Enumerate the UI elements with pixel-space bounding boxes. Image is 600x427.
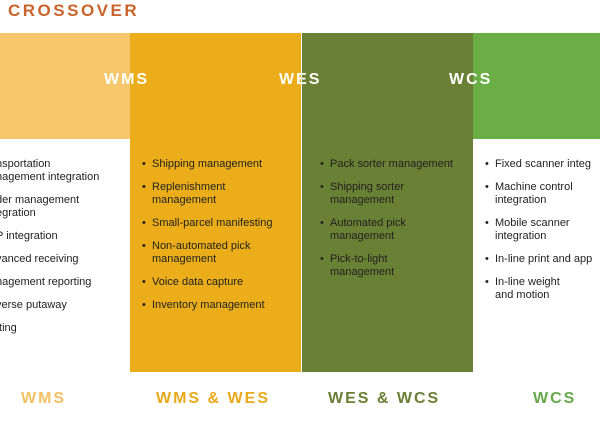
- list-item-text: and motion: [495, 289, 550, 301]
- bullet-icon: •: [142, 276, 146, 288]
- list-item-text: P integration: [0, 230, 58, 242]
- bullet-icon: •: [142, 299, 146, 311]
- list-item-text: Fixed scanner integ: [495, 158, 591, 170]
- list-item: verse putaway: [0, 299, 99, 312]
- bullet-icon: •: [485, 181, 489, 193]
- wms-wes-column: [130, 139, 301, 372]
- wcs-header-label: WCS: [449, 71, 493, 88]
- wms-header-segment: [0, 33, 130, 139]
- list-item-text: management: [152, 253, 217, 265]
- list-item: • Small-parcel manifesting: [142, 217, 272, 230]
- list-item: • Shipping management: [142, 158, 272, 171]
- list-item-text: Shipping management: [152, 158, 263, 170]
- bullet-icon: •: [142, 158, 146, 170]
- footer-wms: WMS: [21, 390, 67, 407]
- list-item-text: Shipping sorter: [330, 181, 404, 193]
- list-item-text: nsportation: [0, 158, 51, 170]
- list-item-text: Small-parcel manifesting: [152, 217, 273, 229]
- list-item-text: nagement reporting: [0, 276, 92, 288]
- list-item-text: integration: [495, 194, 547, 206]
- list-item: • Fixed scanner integ: [485, 158, 592, 171]
- bullet-icon: •: [142, 240, 146, 252]
- bullet-icon: •: [142, 181, 146, 193]
- list-item-text: management: [152, 194, 217, 206]
- wms-header-label: WMS: [104, 71, 150, 88]
- diagram-title: CROSSOVER: [8, 1, 140, 20]
- list-item-text: egration: [0, 207, 36, 219]
- bullet-icon: •: [142, 217, 146, 229]
- footer-wms-wes: WMS & WES: [156, 390, 270, 407]
- bullet-icon: •: [320, 217, 324, 229]
- list-item-text: Inventory management: [152, 299, 265, 311]
- list-item-text: Pick-to-light: [330, 253, 388, 265]
- list-item-text: Machine control: [495, 181, 573, 193]
- list-item-text: In-line print and app: [495, 253, 593, 265]
- list-item-text: verse putaway: [0, 299, 67, 311]
- bullet-icon: •: [320, 158, 324, 170]
- list-item-text: integration: [495, 230, 547, 242]
- list-item: • Voice data capture: [142, 276, 272, 289]
- list-item-text: tting: [0, 322, 17, 334]
- header-band: [0, 33, 600, 139]
- wcs-header-segment: [473, 33, 600, 139]
- bullet-icon: •: [485, 158, 489, 170]
- list-item: • Inventory management: [142, 299, 272, 312]
- list-item-text: management: [330, 230, 395, 242]
- list-item: vanced receiving: [0, 253, 99, 266]
- list-item: der managementegration: [0, 194, 99, 220]
- wes-wcs-header-segment: [302, 33, 473, 139]
- bullet-icon: •: [320, 181, 324, 193]
- list-item-text: vanced receiving: [0, 253, 79, 265]
- list-item: tting: [0, 322, 99, 335]
- bullet-icon: •: [485, 217, 489, 229]
- list-item-text: management: [330, 194, 395, 206]
- list-item-text: Replenishment: [152, 181, 226, 193]
- wms-wes-header-segment: [130, 33, 301, 139]
- list-item-text: Pack sorter management: [330, 158, 453, 170]
- wes-header-label: WES: [279, 71, 322, 88]
- list-item-text: Mobile scanner: [495, 217, 570, 229]
- list-item-text: nagement integration: [0, 171, 100, 183]
- list-item-text: In-line weight: [495, 276, 560, 288]
- list-item-text: management: [330, 266, 395, 278]
- list-item-text: Voice data capture: [152, 276, 244, 288]
- list-item: P integration: [0, 230, 99, 243]
- footer-wes-wcs: WES & WCS: [328, 390, 441, 407]
- list-item-text: Automated pick: [330, 217, 406, 229]
- bullet-icon: •: [485, 253, 489, 265]
- list-item: • In-line print and app: [485, 253, 592, 266]
- bullet-icon: •: [485, 276, 489, 288]
- bullet-icon: •: [320, 253, 324, 265]
- list-item-text: Non-automated pick: [152, 240, 251, 252]
- wes-wcs-column: [302, 139, 473, 372]
- list-item: nagement reporting: [0, 276, 99, 289]
- footer-wcs: WCS: [533, 390, 577, 407]
- list-item: • Pack sorter management: [320, 158, 453, 171]
- list-item-text: der management: [0, 194, 80, 206]
